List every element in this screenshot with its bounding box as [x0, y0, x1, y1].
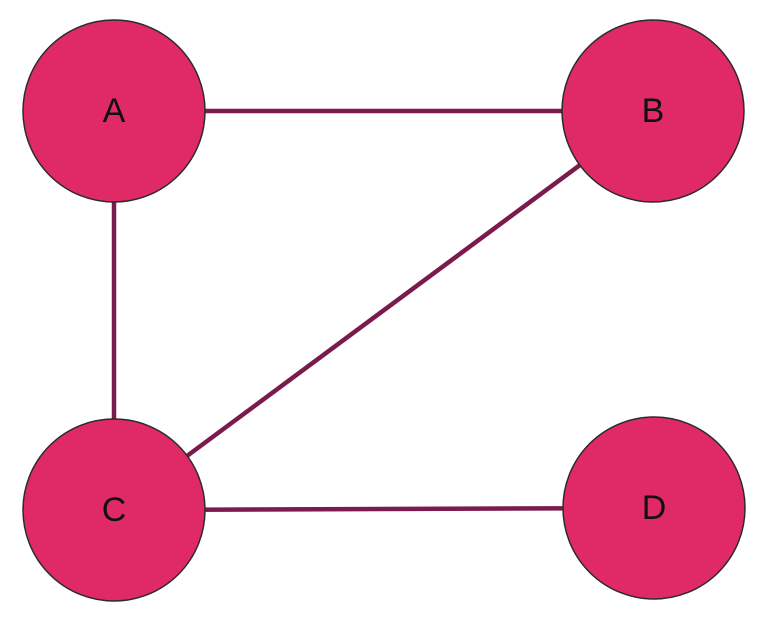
node-C [22, 418, 206, 602]
node-label-C: C [102, 491, 127, 529]
node-A [22, 19, 206, 203]
node-label-A: A [103, 92, 126, 130]
edge-B-C [112, 109, 655, 512]
node-label-B: B [642, 92, 665, 130]
node-label-D: D [642, 489, 667, 527]
node-D [562, 416, 746, 600]
node-B [561, 19, 745, 203]
